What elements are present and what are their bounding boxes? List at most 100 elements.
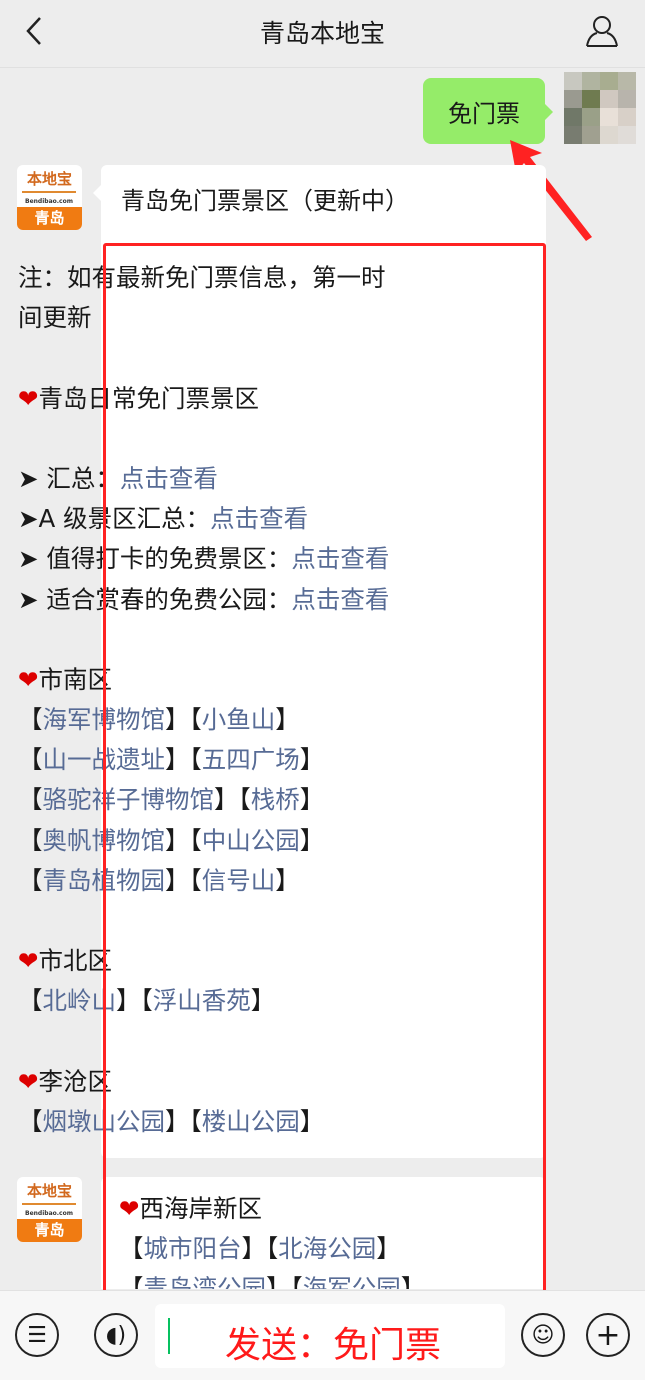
content-text: 【 (18, 986, 43, 1016)
content-line: ➤ 汇总：点击查看 (18, 459, 631, 499)
content-text: 【 (18, 825, 43, 855)
content-text: 【 (18, 705, 43, 735)
content-text: 】【 (241, 1234, 279, 1264)
content-text: 】 (299, 1106, 325, 1136)
attraction-link[interactable]: 小鱼山 (201, 705, 276, 735)
heart-icon: ❤ (18, 664, 39, 694)
content-text: 【 (18, 865, 43, 895)
content-line: 注：如有最新免门票信息，第一时 (18, 258, 631, 298)
attraction-link[interactable]: 点击查看 (291, 584, 390, 614)
top-bar: 青岛本地宝 (0, 0, 645, 68)
attraction-link[interactable]: 北海公园 (278, 1234, 377, 1264)
content-text: 】 (250, 986, 276, 1016)
content-line: ➤ 值得打卡的免费景区：点击查看 (18, 539, 631, 579)
content-text: 】 (400, 1274, 426, 1289)
content-text: 【 (119, 1234, 144, 1264)
content-text: 】【 (165, 705, 202, 735)
my-avatar[interactable] (564, 72, 636, 144)
content-text: 注：如有最新免门票信息，第一时 (18, 263, 386, 292)
attraction-link[interactable]: 浮山香苑 (152, 986, 251, 1016)
plus-icon[interactable]: + (586, 1313, 630, 1357)
chat-title: 青岛本地宝 (259, 19, 385, 48)
content-text: ➤A 级景区汇总： (18, 504, 211, 534)
content-text: 】【 (116, 986, 153, 1016)
content-line: 【城市阳台】【北海公园】 (119, 1229, 532, 1269)
attraction-link[interactable]: 楼山公园 (201, 1106, 300, 1136)
content-line: ➤A 级景区汇总：点击查看 (18, 499, 631, 539)
reply-content-2: ❤西海岸新区【城市阳台】【北海公园】【青岛湾公园】【海军公园】 (119, 1189, 532, 1289)
message-input[interactable]: 发送：免门票 (155, 1304, 505, 1368)
content-text: 【 (18, 1106, 43, 1136)
content-text: 】 (275, 865, 300, 895)
content-text: 青岛日常免门票景区 (38, 383, 260, 413)
content-text: 李沧区 (38, 1066, 113, 1096)
reply-message-bubble-2: ❤西海岸新区【城市阳台】【北海公园】【青岛湾公园】【海军公园】 (101, 1177, 546, 1289)
content-text: 】【 (266, 1274, 303, 1289)
content-line: 【骆驼祥子博物馆】【栈桥】 (18, 780, 631, 820)
content-line: ❤市南区 (18, 660, 631, 700)
attraction-link[interactable]: 城市阳台 (143, 1234, 242, 1264)
voice-icon[interactable]: ◖) (94, 1313, 138, 1357)
content-line: ❤青岛日常免门票景区 (18, 379, 631, 419)
heart-icon: ❤ (119, 1194, 140, 1223)
attraction-link[interactable]: 五四广场 (201, 745, 300, 775)
logo-text: 本地宝 (26, 170, 72, 188)
content-text: ➤ 适合赏春的免费公园： (18, 584, 292, 614)
content-text: 】【 (214, 785, 251, 815)
attraction-link[interactable]: 骆驼祥子博物馆 (42, 785, 215, 815)
content-line: 【青岛湾公园】【海军公园】 (119, 1269, 532, 1289)
content-line: ➤ 适合赏春的免费公园：点击查看 (18, 580, 631, 620)
red-highlight-box (103, 243, 546, 1293)
content-line: ❤市北区 (18, 941, 631, 981)
attraction-link[interactable]: 信号山 (201, 865, 276, 895)
bendibao-logo-avatar[interactable]: 本地宝 Bendibao.com 青岛 (17, 1177, 82, 1242)
chevron-left-icon[interactable] (20, 14, 50, 48)
menu-icon[interactable]: ☰ (15, 1313, 59, 1357)
content-text: 】 (299, 785, 325, 815)
attraction-link[interactable]: 中山公园 (201, 825, 300, 855)
content-text: 【 (119, 1274, 144, 1289)
attraction-link[interactable]: 点击查看 (291, 544, 390, 574)
text-cursor (168, 1318, 170, 1354)
content-text: 】 (275, 705, 300, 735)
content-text: 】 (299, 825, 325, 855)
content-line: ❤西海岸新区 (119, 1189, 532, 1229)
logo-site: Bendibao.com (22, 1203, 76, 1222)
content-line: 间更新 (18, 298, 631, 338)
content-line: ❤李沧区 (18, 1062, 631, 1102)
content-text: 西海岸新区 (139, 1194, 263, 1223)
send-annotation: 发送：免门票 (225, 1325, 442, 1366)
reply-title: 青岛免门票景区（更新中） (121, 187, 409, 215)
emoji-icon[interactable]: ☺ (521, 1313, 565, 1357)
attraction-link[interactable]: 栈桥 (250, 785, 300, 815)
content-text: 】 (299, 745, 325, 775)
logo-city: 青岛 (17, 1219, 82, 1242)
content-text: 】【 (165, 865, 202, 895)
sent-message-text: 免门票 (448, 99, 520, 128)
attraction-link[interactable]: 点击查看 (119, 463, 218, 493)
content-text: 】【 (165, 825, 202, 855)
content-text: 市南区 (38, 664, 113, 694)
logo-city: 青岛 (17, 207, 82, 230)
content-text: 市北区 (38, 946, 113, 976)
user-icon[interactable] (585, 14, 619, 48)
content-text: 】 (376, 1234, 401, 1264)
bendibao-logo-avatar[interactable]: 本地宝 Bendibao.com 青岛 (17, 165, 82, 230)
attraction-link[interactable]: 点击查看 (210, 504, 309, 534)
content-text: 【 (18, 745, 43, 775)
attraction-link[interactable]: 海军公园 (302, 1274, 401, 1289)
content-text: ➤ 汇总： (18, 463, 120, 493)
heart-icon: ❤ (18, 383, 39, 413)
content-line: 【北岭山】【浮山香苑】 (18, 981, 631, 1021)
logo-site: Bendibao.com (22, 191, 76, 210)
logo-text: 本地宝 (26, 1182, 72, 1200)
content-text: 】【 (165, 745, 202, 775)
attraction-link[interactable]: 青岛湾公园 (143, 1274, 267, 1289)
content-text: ➤ 值得打卡的免费景区： (18, 544, 292, 574)
sent-message-bubble[interactable]: 免门票 (423, 78, 553, 144)
input-bar: ☰ ◖) 发送：免门票 ☺ + (0, 1290, 645, 1380)
reply-message-bubble: 青岛免门票景区（更新中） (93, 165, 546, 1158)
content-text: 【 (18, 785, 43, 815)
content-text: 间更新 (18, 303, 92, 333)
content-text: 】【 (165, 1106, 202, 1136)
